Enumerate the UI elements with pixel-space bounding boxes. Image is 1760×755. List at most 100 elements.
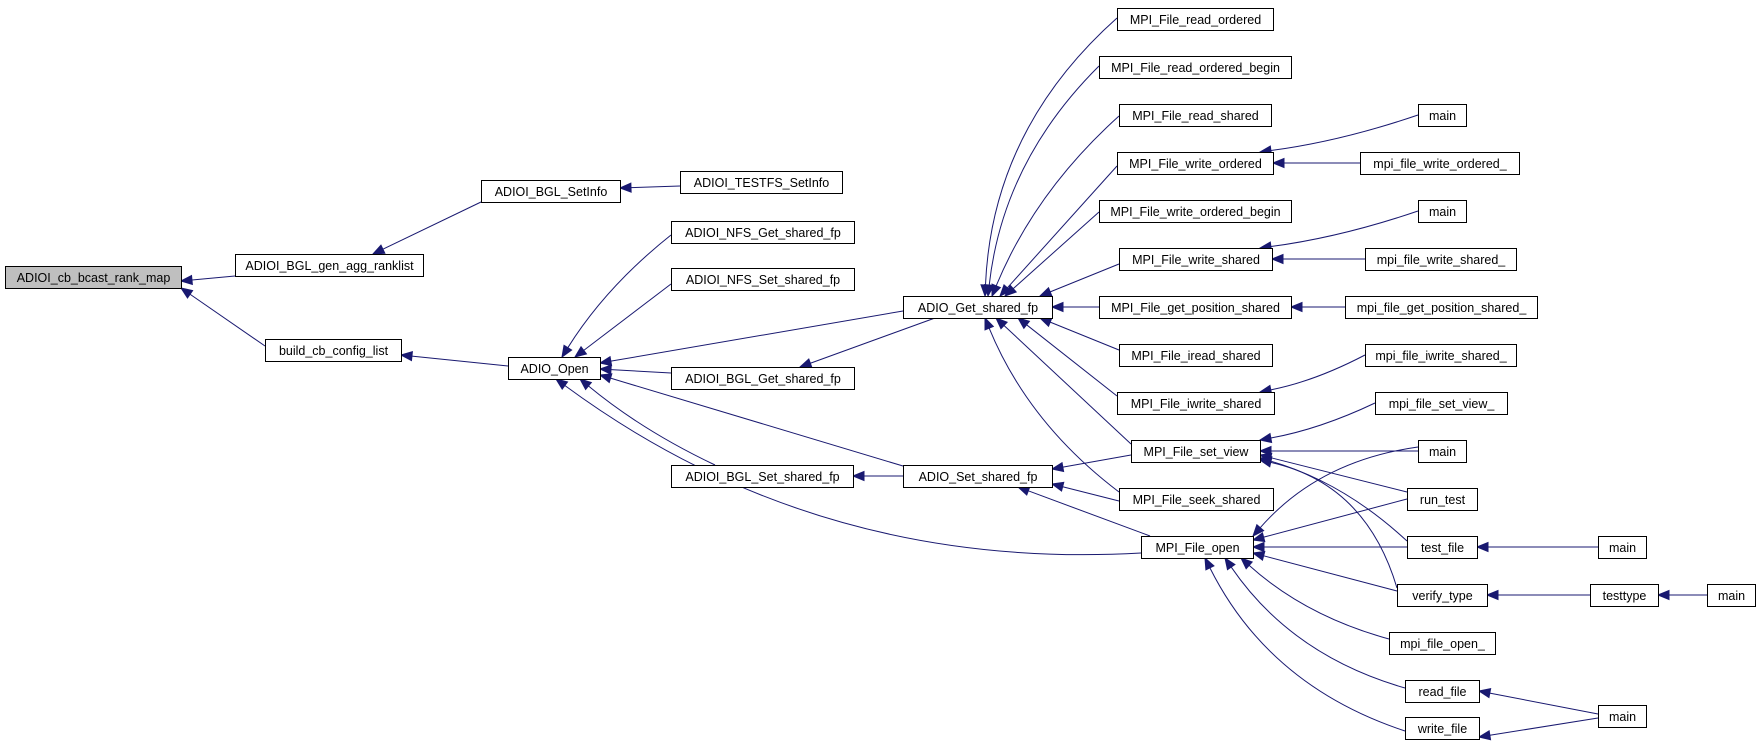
arrowhead-icon xyxy=(561,344,573,359)
node-box xyxy=(1117,8,1274,31)
node-mpi-file-open[interactable]: mpi_file_open_ xyxy=(1389,632,1496,655)
node-adio-get-shared-fp[interactable]: ADIO_Get_shared_fp xyxy=(903,296,1053,319)
arrowhead-icon xyxy=(991,283,1002,298)
node-mpi-file-iwrite-shared[interactable]: MPI_File_iwrite_shared xyxy=(1117,392,1275,415)
arrowhead-icon xyxy=(1258,432,1273,444)
edge-line xyxy=(1050,263,1120,293)
edge-mpi-file-set-view-to-adio-set-shared-fp xyxy=(1050,454,1132,473)
node-box xyxy=(1117,152,1274,175)
edge-test-file-to-mpi-file-set-view xyxy=(1258,456,1408,542)
node-main-n26[interactable]: main xyxy=(1418,200,1467,223)
node-test-file[interactable]: test_file xyxy=(1407,536,1478,559)
edge-mpi-file-set-view-to-adio-get-shared-fp xyxy=(995,317,1132,445)
node-box xyxy=(508,357,601,380)
node-mpi-file-get-position-shared[interactable]: mpi_file_get_position_shared_ xyxy=(1345,296,1538,319)
node-mpi-file-open[interactable]: MPI_File_open xyxy=(1141,536,1254,559)
node-mpi-file-iread-shared[interactable]: MPI_File_iread_shared xyxy=(1119,344,1273,367)
node-adioi-nfs-get-shared-fp[interactable]: ADIOI_NFS_Get_shared_fp xyxy=(671,221,855,244)
node-label: MPI_File_read_shared xyxy=(1132,109,1259,123)
node-mpi-file-iwrite-shared[interactable]: mpi_file_iwrite_shared_ xyxy=(1365,344,1517,367)
node-write-file[interactable]: write_file xyxy=(1405,717,1480,740)
node-main-n37[interactable]: main xyxy=(1707,584,1756,607)
edge-mpi-file-set-view-to-mpi-file-set-view xyxy=(1258,402,1376,444)
arrowhead-icon xyxy=(598,373,613,384)
node-adioi-bgl-setinfo[interactable]: ADIOI_BGL_SetInfo xyxy=(481,180,621,203)
node-mpi-file-write-ordered[interactable]: MPI_File_write_ordered xyxy=(1117,152,1274,175)
edge-line xyxy=(1270,114,1419,152)
node-build-cb-config-list[interactable]: build_cb_config_list xyxy=(265,339,402,362)
node-adioi-nfs-set-shared-fp[interactable]: ADIOI_NFS_Set_shared_fp xyxy=(671,268,855,291)
arrowhead-icon xyxy=(1224,556,1236,571)
node-label: build_cb_config_list xyxy=(279,344,389,358)
edge-line xyxy=(988,327,1120,493)
edge-mpi-file-write-ordered-to-mpi-file-write-ordered xyxy=(1271,157,1360,169)
node-box xyxy=(1117,392,1275,415)
node-mpi-file-write-ordered[interactable]: mpi_file_write_ordered_ xyxy=(1360,152,1520,175)
node-label: ADIOI_NFS_Set_shared_fp xyxy=(686,273,840,287)
node-label: write_file xyxy=(1417,722,1467,736)
node-mpi-file-write-ordered-begin[interactable]: MPI_File_write_ordered_begin xyxy=(1099,200,1292,223)
edge-line xyxy=(988,65,1100,286)
edge-main-to-mpi-file-write-ordered xyxy=(1258,114,1419,156)
arrowhead-icon xyxy=(1485,589,1499,601)
arrowhead-icon xyxy=(1270,253,1284,265)
node-main-n24[interactable]: main xyxy=(1418,104,1467,127)
node-label: ADIOI_cb_bcast_rank_map xyxy=(17,271,171,285)
node-mpi-file-read-ordered-begin[interactable]: MPI_File_read_ordered_begin xyxy=(1099,56,1292,79)
edge-mpi-file-iwrite-shared-to-adio-get-shared-fp xyxy=(1016,317,1118,397)
node-label: MPI_File_set_view xyxy=(1144,445,1250,459)
node-label: MPI_File_write_ordered xyxy=(1129,157,1262,171)
node-mpi-file-read-ordered[interactable]: MPI_File_read_ordered xyxy=(1117,8,1274,31)
node-testtype[interactable]: testtype xyxy=(1590,584,1659,607)
node-box xyxy=(1141,536,1254,559)
arrowhead-icon xyxy=(179,287,194,299)
edge-line xyxy=(1270,210,1419,248)
node-main-n31[interactable]: main xyxy=(1418,440,1467,463)
arrowhead-icon xyxy=(1240,557,1254,570)
arrowhead-icon xyxy=(1271,157,1285,169)
node-label: MPI_File_iread_shared xyxy=(1131,349,1260,363)
node-mpi-file-write-shared[interactable]: mpi_file_write_shared_ xyxy=(1365,248,1517,271)
edge-verify-type-to-mpi-file-open xyxy=(1251,550,1398,592)
node-adioi-bgl-gen-agg-ranklist[interactable]: ADIOI_BGL_gen_agg_ranklist xyxy=(235,254,424,277)
node-adio-open[interactable]: ADIO_Open xyxy=(508,357,601,380)
node-box xyxy=(1119,344,1273,367)
node-verify-type[interactable]: verify_type xyxy=(1397,584,1488,607)
arrowhead-icon xyxy=(598,364,612,375)
node-mpi-file-write-shared[interactable]: MPI_File_write_shared xyxy=(1119,248,1273,271)
arrowhead-icon xyxy=(179,274,193,286)
node-label: mpi_file_open_ xyxy=(1400,637,1486,651)
node-label: read_file xyxy=(1419,685,1467,699)
edge-mpi-file-write-shared-to-adio-get-shared-fp xyxy=(1038,263,1120,297)
arrowhead-icon xyxy=(573,345,588,358)
edge-line xyxy=(583,283,672,351)
node-adioi-cb-bcast-rank-map[interactable]: ADIOI_cb_bcast_rank_map xyxy=(5,266,182,289)
node-mpi-file-seek-shared[interactable]: MPI_File_seek_shared xyxy=(1119,488,1274,511)
node-label: MPI_File_write_ordered_begin xyxy=(1110,205,1280,219)
edge-line xyxy=(1270,354,1366,391)
edge-line xyxy=(411,355,509,367)
node-mpi-file-set-view[interactable]: MPI_File_set_view xyxy=(1131,440,1261,463)
node-label: MPI_File_read_ordered_begin xyxy=(1111,61,1280,75)
edge-mpi-file-open-to-adio-open xyxy=(554,378,1142,556)
arrowhead-icon xyxy=(1016,317,1031,330)
node-main-n41[interactable]: main xyxy=(1598,705,1647,728)
edge-run-test-to-mpi-file-open xyxy=(1251,498,1408,543)
node-adioi-bgl-set-shared-fp[interactable]: ADIOI_BGL_Set_shared_fp xyxy=(671,465,854,488)
node-box xyxy=(680,171,843,194)
node-adio-set-shared-fp[interactable]: ADIO_Set_shared_fp xyxy=(903,465,1053,488)
edge-line xyxy=(189,293,266,347)
node-run-test[interactable]: run_test xyxy=(1407,488,1478,511)
node-adioi-testfs-setinfo[interactable]: ADIOI_TESTFS_SetInfo xyxy=(680,171,843,194)
node-label: main xyxy=(1429,109,1456,123)
node-adioi-bgl-get-shared-fp[interactable]: ADIOI_BGL_Get_shared_fp xyxy=(671,367,855,390)
node-main-n34[interactable]: main xyxy=(1598,536,1647,559)
node-box xyxy=(671,221,855,244)
arrowhead-icon xyxy=(1258,457,1273,468)
edge-line xyxy=(1050,321,1120,351)
node-read-file[interactable]: read_file xyxy=(1405,680,1480,703)
node-mpi-file-get-position-shared[interactable]: MPI_File_get_position_shared xyxy=(1099,296,1292,319)
node-mpi-file-read-shared[interactable]: MPI_File_read_shared xyxy=(1119,104,1272,127)
edge-main-to-write-file xyxy=(1477,717,1599,741)
node-mpi-file-set-view[interactable]: mpi_file_set_view_ xyxy=(1375,392,1508,415)
